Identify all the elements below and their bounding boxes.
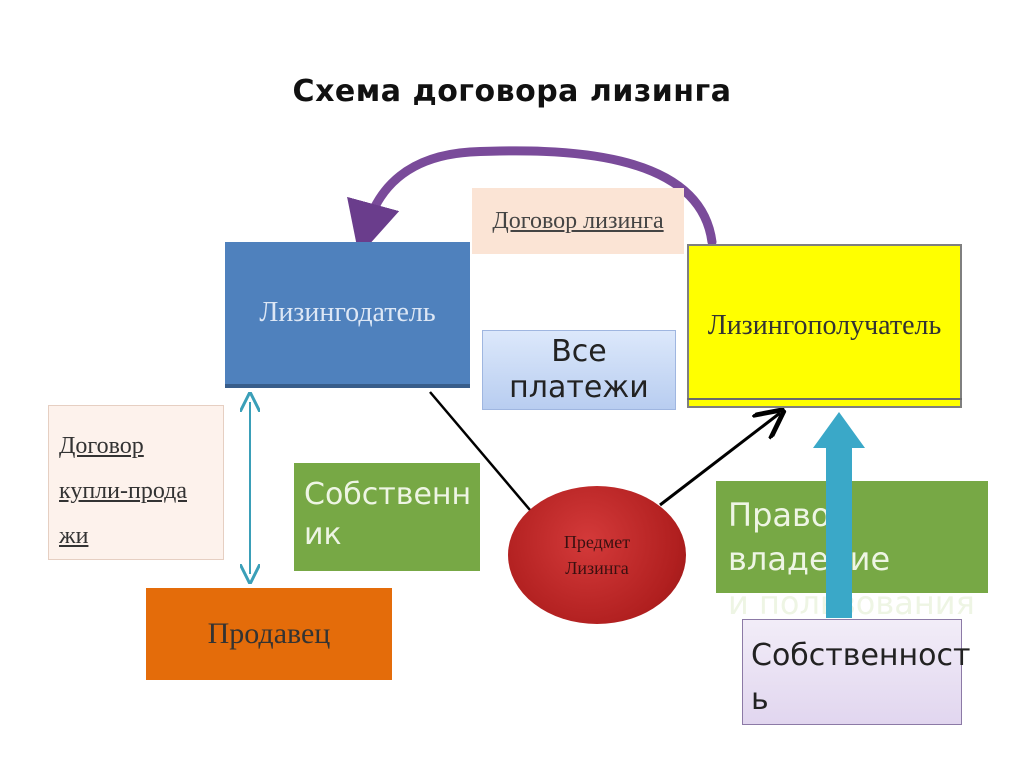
purchase-contract-box: Договор купли-прода жи — [48, 405, 224, 560]
owner-box: Собственн ик — [294, 463, 480, 571]
property-box: Собственност ь — [742, 619, 971, 725]
property-line-2: ь — [751, 682, 769, 717]
seller-label: Продавец — [207, 617, 331, 650]
payments-line-2: платежи — [509, 370, 649, 405]
payments-line-1: Все — [551, 334, 607, 369]
lessor-label: Лизингодатель — [259, 297, 436, 328]
ownership-up-arrow — [813, 412, 865, 618]
subject-line-1: Предмет — [563, 532, 631, 552]
lessor-to-subject-line — [429, 391, 531, 511]
subject-to-lessee-arrow — [659, 413, 780, 507]
purchase-line-3: жи — [59, 523, 89, 549]
lessor-box: Лизингодатель — [225, 242, 470, 388]
purchase-line-1: Договор — [59, 433, 144, 459]
lessee-label: Лизингополучатель — [707, 310, 942, 341]
payments-box: Все платежи — [482, 330, 676, 410]
subject-line-2: Лизинга — [565, 558, 629, 578]
lessee-underline — [687, 398, 962, 400]
lease-contract-box: Договор лизинга — [472, 188, 684, 254]
purchase-line-2: купли-прода — [59, 478, 187, 504]
owner-line-2: ик — [304, 517, 342, 552]
lessee-box: Лизингополучатель — [687, 244, 962, 408]
seller-box: Продавец — [146, 588, 392, 680]
owner-line-1: Собственн — [304, 477, 472, 512]
lease-subject-ellipse: Предмет Лизинга — [508, 486, 686, 624]
page-title: Схема договора лизинга — [292, 74, 732, 109]
curved-arrow — [347, 146, 717, 257]
rights-line-1: Право владение — [728, 496, 891, 578]
property-line-1: Собственност — [751, 638, 971, 673]
lease-contract-label: Договор лизинга — [492, 207, 664, 234]
